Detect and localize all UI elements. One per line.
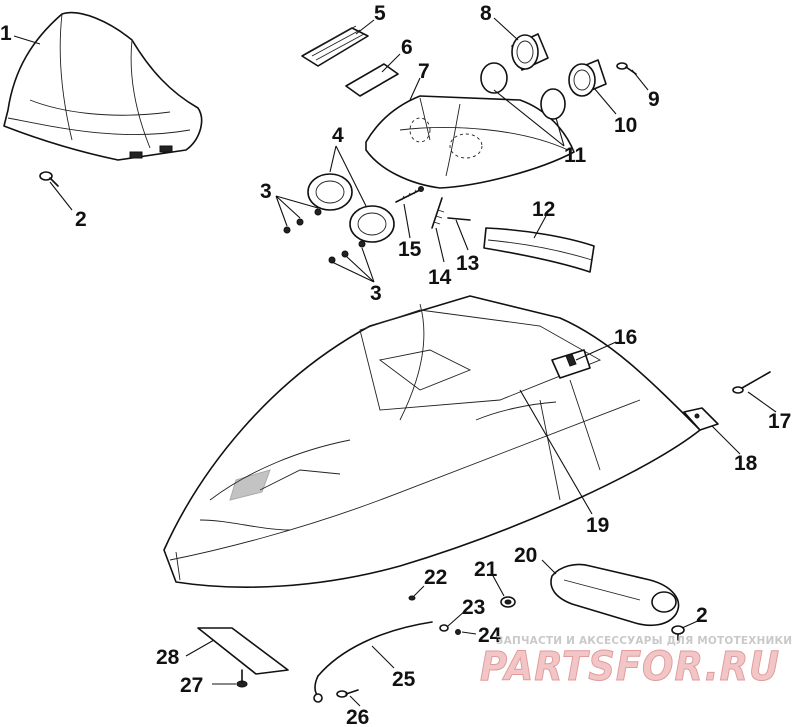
watermark-brand: PARTSFOR.RU xyxy=(480,644,780,690)
callout-5: 5 xyxy=(374,2,386,25)
callout-2b: 2 xyxy=(696,604,708,627)
leader-lines xyxy=(13,17,777,707)
bracket-part-18 xyxy=(683,407,719,431)
gauge-part-8 xyxy=(511,33,549,71)
callout-25: 25 xyxy=(392,668,416,691)
pin-part-13 xyxy=(447,217,471,221)
callout-2: 2 xyxy=(75,208,87,231)
callout-14: 14 xyxy=(428,266,452,289)
callout-24: 24 xyxy=(478,624,502,647)
callout-7: 7 xyxy=(418,60,430,83)
callout-28: 28 xyxy=(156,646,180,669)
callout-18: 18 xyxy=(734,452,758,475)
callout-13: 13 xyxy=(456,252,479,275)
callout-4: 4 xyxy=(332,124,344,147)
latch-part-16 xyxy=(551,349,591,379)
nut-part-24 xyxy=(455,629,461,635)
callout-3: 3 xyxy=(260,180,272,203)
washer-part-22 xyxy=(408,595,416,601)
cover-plate-part-6 xyxy=(345,63,399,97)
callout-11: 11 xyxy=(564,144,587,167)
pin-part-17 xyxy=(732,371,771,394)
pin-part-26 xyxy=(336,689,359,698)
callout-9: 9 xyxy=(648,88,660,111)
console-panel-part-7 xyxy=(365,95,575,189)
windshield-part-1 xyxy=(3,11,203,161)
nut-part-3 xyxy=(283,208,366,264)
callout-22: 22 xyxy=(424,566,447,589)
screw-part-2-lower xyxy=(671,625,685,641)
watermark: ЗАПЧАСТИ И АКСЕССУАРЫ ДЛЯ МОТОТЕХНИКИ PA… xyxy=(480,635,793,691)
callout-3b: 3 xyxy=(370,282,382,305)
callout-17: 17 xyxy=(768,410,791,433)
wire-assembly-part-15 xyxy=(395,186,424,203)
callout-26: 26 xyxy=(346,706,369,727)
callout-1: 1 xyxy=(0,22,12,45)
headlight-ring-part-4 xyxy=(307,173,395,243)
heat-shield-part-28 xyxy=(197,627,289,675)
callout-8: 8 xyxy=(480,2,492,25)
callout-19: 19 xyxy=(586,514,609,537)
callout-27: 27 xyxy=(180,674,203,697)
callout-20: 20 xyxy=(514,544,537,567)
bulb-part-9 xyxy=(616,62,637,75)
callout-6: 6 xyxy=(401,36,413,59)
trim-strip-part-12 xyxy=(483,227,595,273)
gauge-part-10 xyxy=(568,59,607,97)
vent-grille-part-5 xyxy=(301,25,369,67)
lens-part-11 xyxy=(480,62,566,120)
callout-21: 21 xyxy=(474,558,498,581)
clip-part-23 xyxy=(439,624,449,632)
grommet-part-21 xyxy=(500,596,516,608)
screw-part-2 xyxy=(39,171,59,187)
panel-part-20 xyxy=(550,563,680,627)
callout-15: 15 xyxy=(398,238,422,261)
callout-12: 12 xyxy=(532,198,555,221)
screw-part-14 xyxy=(431,197,445,229)
bolt-part-27 xyxy=(236,669,248,688)
watermark-tagline: ЗАПЧАСТИ И АКСЕССУАРЫ ДЛЯ МОТОТЕХНИКИ xyxy=(496,635,792,647)
callout-23: 23 xyxy=(462,596,485,619)
callout-16: 16 xyxy=(614,326,637,349)
cable-part-25 xyxy=(313,621,433,703)
callout-10: 10 xyxy=(614,114,637,137)
